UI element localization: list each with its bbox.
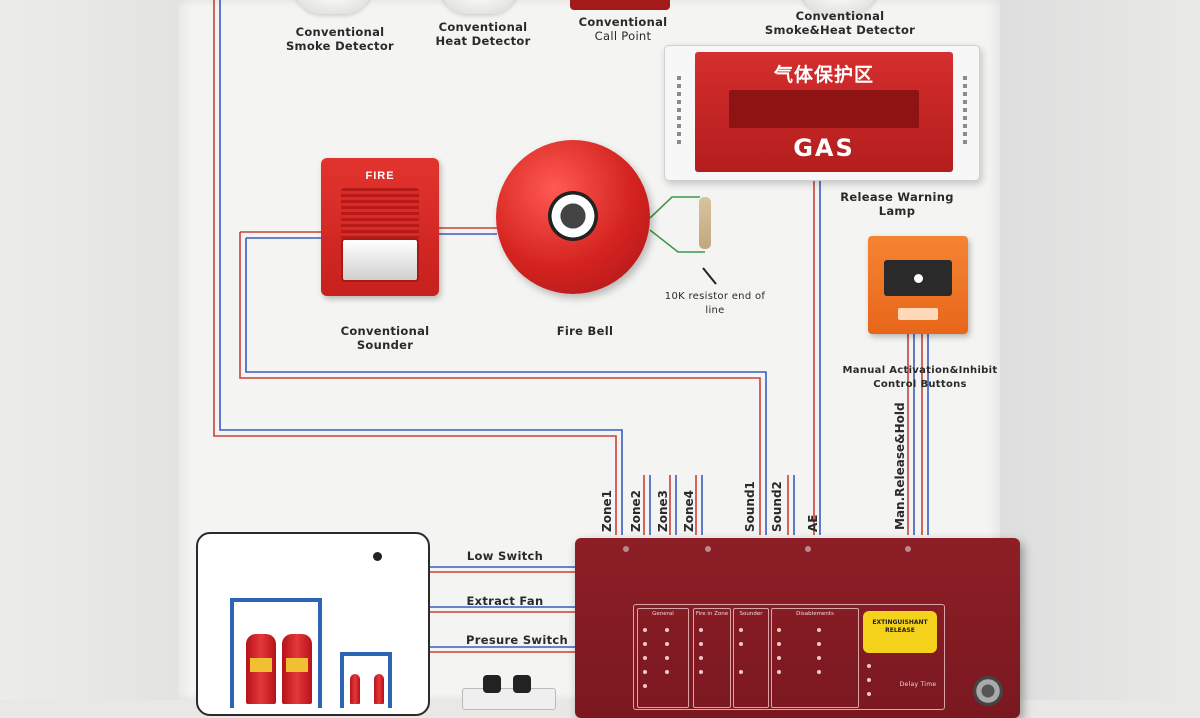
call-point (570, 0, 670, 10)
wall-left (0, 0, 178, 700)
extinguisher-cylinder (282, 634, 312, 704)
terminal-sound1-label: Sound1 (743, 481, 757, 532)
lamp-sign-gas: GAS (793, 134, 855, 162)
wall-right (1000, 0, 1200, 700)
panel-key-switch (973, 676, 1003, 706)
terminal-zone4-label: Zone4 (682, 490, 696, 532)
cabinet-hole (373, 552, 382, 561)
extract-fan-label: Extract Fan (466, 594, 544, 608)
pressure-switch-label: Presure Switch (466, 633, 568, 647)
wire-sound-blue (245, 238, 767, 535)
terminal-zone2-label: Zone2 (629, 490, 643, 532)
sounder-grille (341, 188, 419, 240)
heat-detector (440, 0, 518, 14)
lamp-vent-right (963, 76, 967, 146)
conventional-sounder: FIRE (321, 158, 439, 296)
resistor-label: 10K resistor end of line (664, 291, 766, 316)
terminal-man-release-label: Man.Release&Hold (893, 402, 907, 530)
fire-bell-label: Fire Bell (556, 324, 614, 338)
terminal-sound2-label: Sound2 (770, 481, 784, 532)
gas-extinguishing-control-panel: General Fire in Zone Sounder Disablement… (575, 538, 1020, 718)
sounder-fire-text: FIRE (365, 170, 395, 182)
wire-zone1-blue (219, 0, 623, 535)
wiring-diagram (213, 0, 929, 653)
terminal-zone1-label: Zone1 (600, 490, 614, 532)
manual-activation-button (868, 236, 968, 334)
small-cylinder (350, 674, 360, 704)
gas-cylinder-cabinet (196, 532, 430, 716)
wire-zone1-red (213, 0, 617, 535)
fire-bell (496, 140, 650, 294)
button-inhibit-panel (898, 308, 938, 320)
junction-box (462, 675, 556, 710)
release-warning-lamp: 气体保护区 GAS (664, 45, 980, 181)
terminal-zone3-label: Zone3 (656, 490, 670, 532)
lamp-screen: 气体保护区 GAS (695, 52, 953, 172)
smoke-detector (294, 0, 372, 14)
bell-cap (548, 191, 598, 241)
delay-time-label: Delay Time (899, 681, 937, 688)
panel-section-sounder: Sounder (733, 608, 769, 708)
wire-sound-red (239, 232, 761, 535)
eol-resistor (699, 197, 711, 249)
warning-lamp-label: Release Warning Lamp (840, 190, 954, 218)
button-indicator (914, 274, 923, 283)
lamp-vent-left (677, 76, 681, 146)
low-switch-label: Low Switch (466, 549, 544, 563)
small-cylinder (374, 674, 384, 704)
lamp-sign-cn: 气体保护区 (773, 64, 874, 86)
lamp-led-display (729, 90, 919, 128)
terminal-ae-label: AE (806, 514, 820, 532)
panel-section-disablements: Disablements (771, 608, 859, 708)
smoke-heat-detector (800, 0, 878, 14)
sounder-strobe (341, 238, 419, 282)
extinguisher-cylinder (246, 634, 276, 704)
